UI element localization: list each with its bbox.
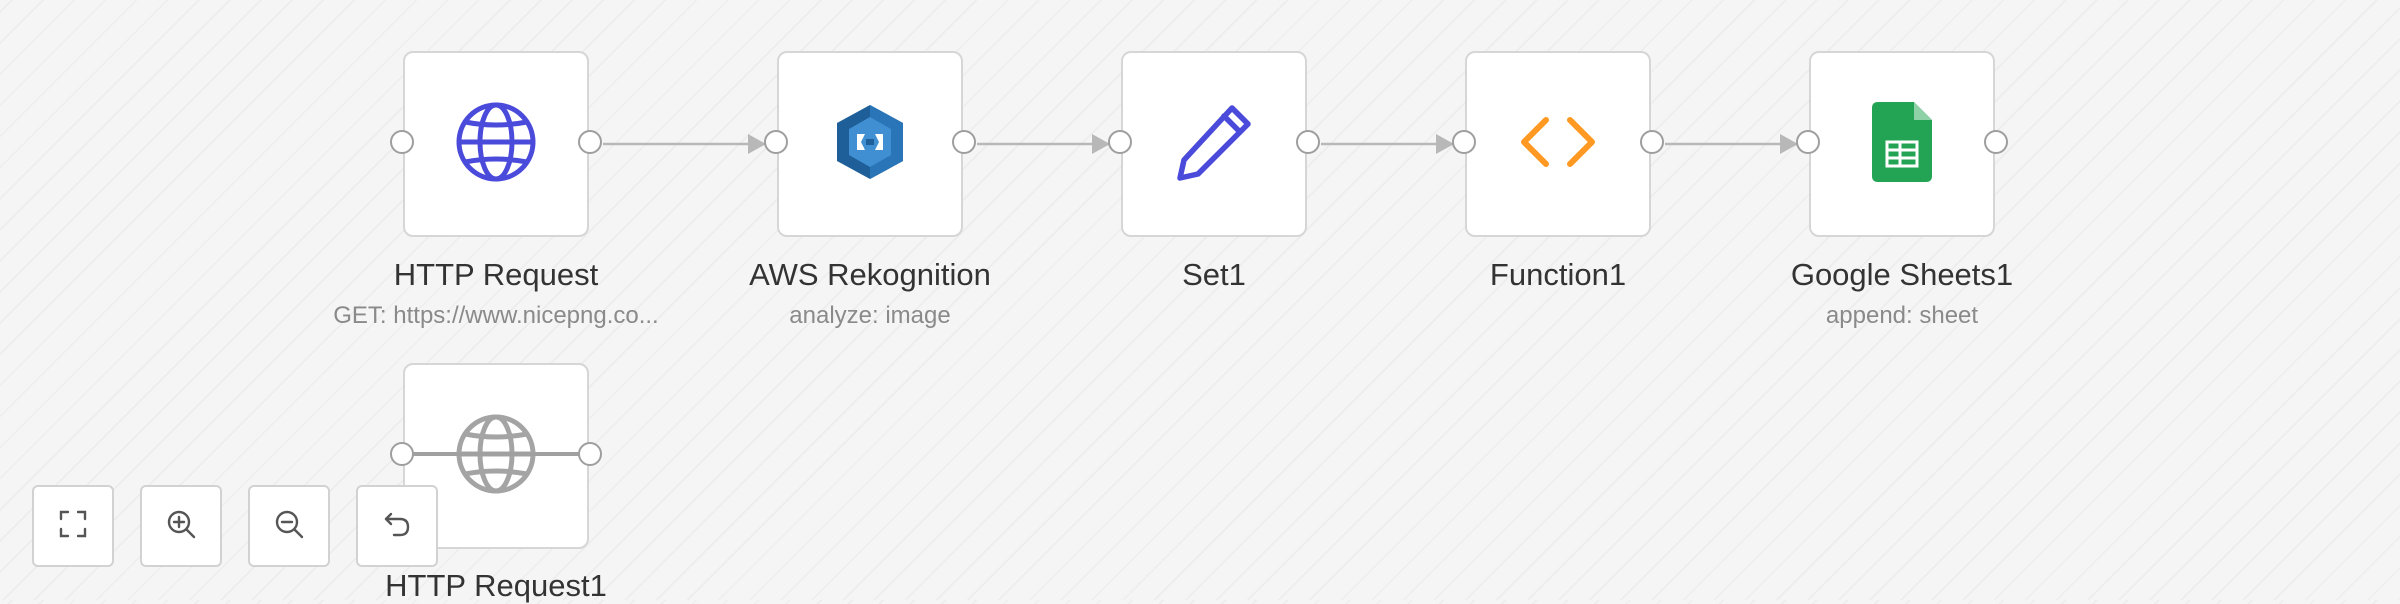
connection-aws-rekognition-to-set1[interactable] — [977, 134, 1110, 154]
node-title: Google Sheets1 — [1790, 257, 2014, 292]
connection-function1-to-google-sheets1[interactable] — [1665, 134, 1798, 154]
node-subtitle: append: sheet — [1825, 302, 1979, 329]
zoom-in-button[interactable] — [140, 485, 222, 567]
google-sheets-icon — [1872, 101, 1932, 187]
node-card[interactable] — [403, 51, 589, 237]
zoom-to-fit-button[interactable] — [32, 485, 114, 567]
zoom-out-button[interactable] — [248, 485, 330, 567]
output-handle[interactable] — [1984, 130, 2008, 154]
zoom-in-icon — [165, 508, 197, 545]
node-google-sheets1[interactable]: Google Sheets1 append: sheet — [1791, 51, 2013, 329]
node-card[interactable] — [1121, 51, 1307, 237]
pencil-icon — [1174, 102, 1254, 187]
output-handle[interactable] — [578, 442, 602, 466]
input-handle[interactable] — [1452, 130, 1476, 154]
output-handle[interactable] — [1296, 130, 1320, 154]
aws-rekognition-icon — [835, 103, 905, 186]
node-title: HTTP Request — [393, 257, 599, 292]
node-function1[interactable]: Function1 — [1452, 51, 1664, 292]
connection-set1-to-function1[interactable] — [1321, 134, 1454, 154]
node-subtitle: analyze: image — [789, 302, 951, 329]
code-icon — [1518, 114, 1598, 175]
node-title: HTTP Request1 — [385, 568, 607, 603]
reset-zoom-button[interactable] — [356, 485, 438, 567]
undo-icon — [381, 508, 413, 545]
fullscreen-icon — [57, 508, 89, 545]
node-title: Set1 — [1182, 257, 1246, 292]
zoom-out-icon — [273, 508, 305, 545]
input-handle[interactable] — [1796, 130, 1820, 154]
node-aws-rekognition[interactable]: AWS Rekognition analyze: image — [749, 51, 991, 329]
input-handle[interactable] — [390, 130, 414, 154]
globe-icon — [454, 100, 538, 189]
output-handle[interactable] — [578, 130, 602, 154]
node-http-request[interactable]: HTTP Request GET: https://www.nicepng.co… — [333, 51, 659, 329]
output-handle[interactable] — [952, 130, 976, 154]
disabled-strike-line — [391, 452, 601, 456]
node-card[interactable] — [777, 51, 963, 237]
node-title: Function1 — [1489, 257, 1627, 292]
input-handle[interactable] — [764, 130, 788, 154]
output-handle[interactable] — [1640, 130, 1664, 154]
node-card[interactable] — [1809, 51, 1995, 237]
node-title: AWS Rekognition — [749, 257, 991, 292]
connection-http-request-to-aws-rekognition[interactable] — [603, 134, 766, 154]
node-set1[interactable]: Set1 — [1108, 51, 1320, 292]
node-subtitle: GET: https://www.nicepng.co... — [333, 302, 659, 329]
input-handle[interactable] — [390, 442, 414, 466]
node-card[interactable] — [1465, 51, 1651, 237]
input-handle[interactable] — [1108, 130, 1132, 154]
